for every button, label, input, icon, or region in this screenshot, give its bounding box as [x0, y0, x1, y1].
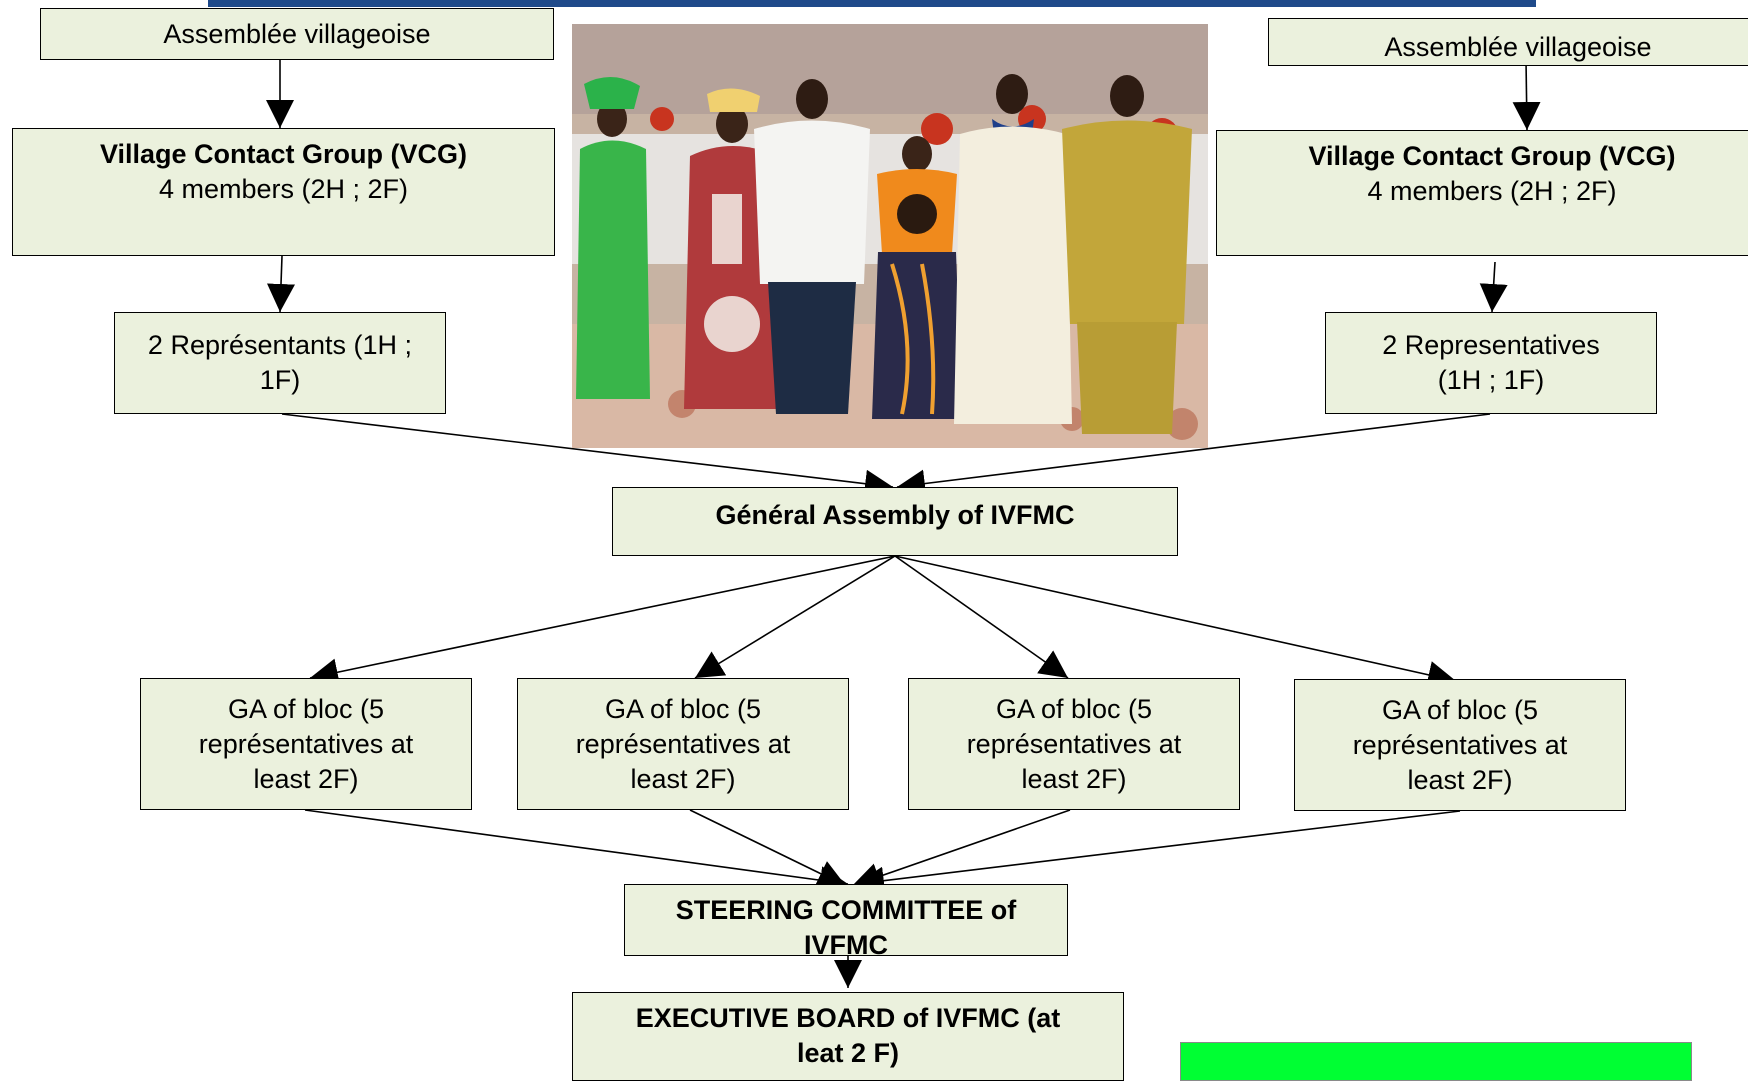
vcg-right-title: Village Contact Group (VCG) [1308, 141, 1676, 171]
vcg-left-title: Village Contact Group (VCG) [99, 139, 468, 169]
ga-bloc-2-line2: représentatives at [575, 728, 791, 759]
top-accent-bar [208, 0, 1536, 7]
group-photo [572, 24, 1208, 448]
group-photo-illustration [572, 24, 1208, 448]
reps-left-line1: 2 Représentants (1H ; [147, 330, 413, 360]
arrow-vcg-to-reps-left [267, 255, 295, 313]
arrow-vcg-to-reps-right [1479, 261, 1508, 313]
ga-bloc-2-line3: least 2F) [630, 763, 736, 794]
assembly-left-label: Assemblée villageoise [163, 18, 431, 49]
executive-board-box: EXECUTIVE BOARD of IVFMC (at leat 2 F) [572, 992, 1124, 1081]
reps-right-line1: 2 Representatives [1382, 330, 1600, 360]
vcg-left-subtitle: 4 members (2H ; 2F) [158, 174, 409, 204]
ga-bloc-4-line1: GA of bloc (5 [1381, 694, 1539, 725]
assembly-right-label: Assemblée villageoise [1384, 31, 1652, 62]
ga-bloc-2-line1: GA of bloc (5 [604, 693, 762, 724]
arrow-ga-to-bloc-1 [309, 555, 896, 686]
green-highlight-bar [1180, 1042, 1692, 1081]
arrow-bloc-4-to-steering [855, 810, 1461, 895]
reps-left-line2: 1F) [259, 365, 301, 395]
arrow-bloc-3-to-steering [851, 809, 1071, 891]
arrow-reps-right-to-ga [896, 413, 1491, 498]
ga-bloc-3-line1: GA of bloc (5 [995, 693, 1153, 724]
ga-bloc-1-line2: représentatives at [198, 728, 414, 759]
ga-bloc-3-line3: least 2F) [1021, 763, 1127, 794]
ga-bloc-box-2: GA of bloc (5 représentatives at least 2… [517, 678, 849, 810]
ga-bloc-box-3: GA of bloc (5 représentatives at least 2… [908, 678, 1240, 810]
ga-bloc-4-line3: least 2F) [1407, 764, 1513, 795]
arrow-ga-to-bloc-4 [894, 555, 1457, 689]
steering-committee-line2: IVFMC [804, 930, 888, 960]
general-assembly-label: Général Assembly of IVFMC [715, 500, 1075, 530]
vcg-left-box: Village Contact Group (VCG) 4 members (2… [12, 128, 555, 256]
ga-bloc-1-line3: least 2F) [253, 763, 359, 794]
assembly-left-box: Assemblée villageoise [40, 8, 554, 60]
ga-bloc-1-line1: GA of bloc (5 [227, 693, 385, 724]
reps-left-box: 2 Représentants (1H ; 1F) [114, 312, 446, 414]
arrow-bloc-2-to-steering [689, 809, 847, 887]
arrow-bloc-1-to-steering [304, 809, 849, 895]
ga-bloc-box-1: GA of bloc (5 représentatives at least 2… [140, 678, 472, 810]
arrow-ga-to-bloc-3 [894, 555, 1069, 679]
arrow-ga-to-bloc-2 [694, 555, 896, 679]
steering-committee-box: STEERING COMMITTEE of IVFMC [624, 884, 1068, 960]
executive-board-line2: leat 2 F) [796, 1038, 900, 1068]
arrow-reps-left-to-ga [281, 413, 894, 498]
ga-bloc-4-line2: représentatives at [1352, 729, 1568, 760]
arrow-assembly-to-vcg-right [1512, 59, 1541, 131]
reps-right-line2: (1H ; 1F) [1437, 365, 1545, 395]
executive-board-line1: EXECUTIVE BOARD of IVFMC (at [635, 1003, 1061, 1033]
ga-bloc-box-4: GA of bloc (5 représentatives at least 2… [1294, 679, 1626, 811]
assembly-right-box: Assemblée villageoise [1268, 18, 1748, 66]
vcg-right-box: Village Contact Group (VCG) 4 members (2… [1216, 130, 1748, 256]
general-assembly-box: Général Assembly of IVFMC [612, 487, 1178, 556]
ga-bloc-3-line2: représentatives at [966, 728, 1182, 759]
reps-right-box: 2 Representatives (1H ; 1F) [1325, 312, 1657, 414]
vcg-right-subtitle: 4 members (2H ; 2F) [1367, 176, 1617, 206]
steering-committee-line1: STEERING COMMITTEE of [675, 895, 1017, 925]
